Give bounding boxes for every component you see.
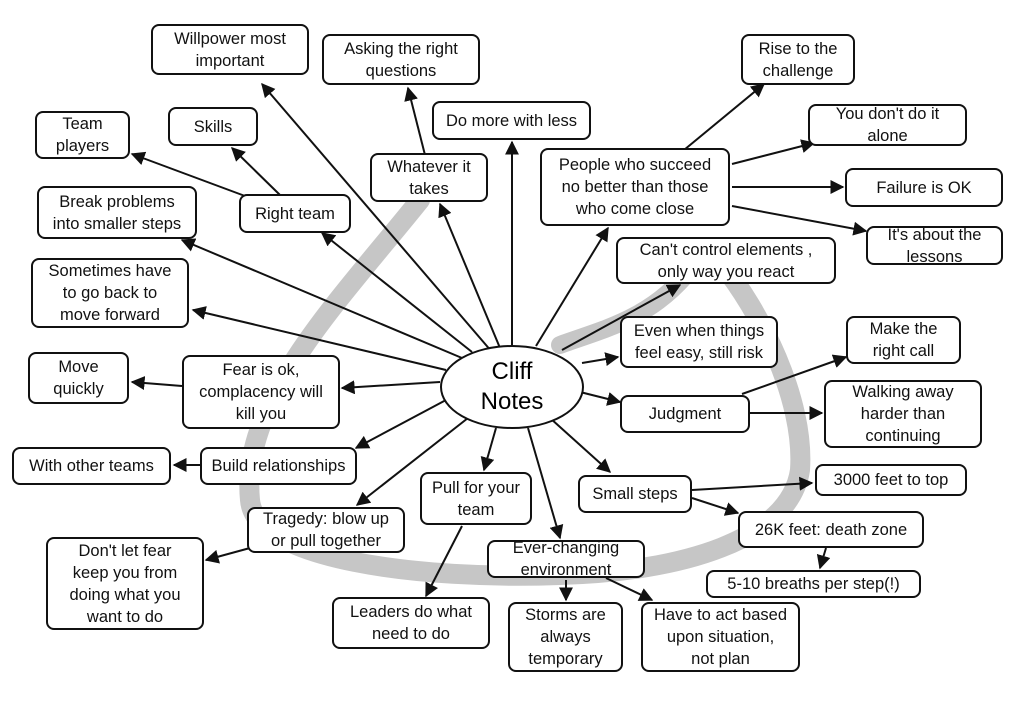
- node-team-players[interactable]: Team players: [35, 111, 130, 159]
- edge-move: [130, 376, 183, 390]
- node-people-who-succeed[interactable]: People who succeed no better than those …: [540, 148, 730, 226]
- edge-pull: [480, 427, 497, 472]
- node-with-other-teams[interactable]: With other teams: [12, 447, 171, 485]
- node-leaders-do-what-needed[interactable]: Leaders do what need to do: [332, 597, 490, 649]
- edge-26k: [691, 497, 740, 516]
- edge-sometimes: [191, 306, 447, 371]
- edge-whatever: [438, 202, 501, 349]
- node-judgment[interactable]: Judgment: [620, 395, 750, 433]
- edge-fear: [340, 380, 441, 395]
- edge-willpower: [261, 82, 493, 353]
- edge-make-call: [741, 354, 848, 395]
- edge-tragedy: [355, 417, 469, 506]
- edge-3000: [691, 476, 814, 491]
- edge-cant: [561, 284, 682, 351]
- node-make-the-right-call[interactable]: Make the right call: [846, 316, 961, 364]
- node-you-dont-do-it-alone[interactable]: You don't do it alone: [808, 104, 967, 146]
- edge-break: [180, 238, 463, 359]
- edge-small: [549, 417, 612, 473]
- node-fear-is-ok[interactable]: Fear is ok, complacency will kill you: [182, 355, 340, 429]
- edge-even: [581, 352, 620, 366]
- node-walking-away[interactable]: Walking away harder than continuing: [824, 380, 982, 448]
- edge-leaders: [425, 525, 463, 598]
- node-cant-control-elements[interactable]: Can't control elements , only way you re…: [616, 237, 836, 284]
- node-asking-questions[interactable]: Asking the right questions: [322, 34, 480, 85]
- node-move-quickly[interactable]: Move quickly: [28, 352, 129, 404]
- node-right-team[interactable]: Right team: [239, 194, 351, 233]
- edge-judgment: [579, 391, 622, 406]
- node-failure-is-ok[interactable]: Failure is OK: [845, 168, 1003, 207]
- center-node-cliff-notes[interactable]: Cliff Notes: [440, 345, 584, 429]
- edge-right-team: [320, 232, 473, 353]
- node-do-more-with-less[interactable]: Do more with less: [432, 101, 591, 140]
- node-skills[interactable]: Skills: [168, 107, 258, 146]
- node-dont-let-fear[interactable]: Don't let fear keep you from doing what …: [46, 537, 204, 630]
- edge-dont-let: [204, 547, 251, 564]
- node-build-relationships[interactable]: Build relationships: [200, 447, 357, 485]
- node-willpower[interactable]: Willpower most important: [151, 24, 309, 75]
- edge-team-players: [130, 151, 246, 197]
- edge-you-dont: [731, 139, 816, 165]
- node-3000-feet-to-top[interactable]: 3000 feet to top: [815, 464, 967, 496]
- node-ever-changing-environment[interactable]: Ever-changing environment: [487, 539, 645, 579]
- node-break-problems[interactable]: Break problems into smaller steps: [37, 186, 197, 239]
- edge-build: [354, 399, 447, 449]
- edge-people: [535, 226, 609, 347]
- edge-skills: [230, 147, 281, 196]
- node-pull-for-your-team[interactable]: Pull for your team: [420, 472, 532, 525]
- edge-ever: [527, 427, 564, 540]
- node-whatever-it-takes[interactable]: Whatever it takes: [370, 153, 488, 202]
- node-its-about-the-lessons[interactable]: It's about the lessons: [866, 226, 1003, 266]
- node-sometimes-go-back[interactable]: Sometimes have to go back to move forwar…: [31, 258, 189, 328]
- edge-act: [605, 577, 654, 601]
- node-breaths-per-step[interactable]: 5-10 breaths per step(!): [706, 570, 921, 598]
- edge-asking: [404, 86, 426, 156]
- edge-lessons: [731, 205, 868, 236]
- node-tragedy[interactable]: Tragedy: blow up or pull together: [247, 507, 405, 553]
- node-storms-temporary[interactable]: Storms are always temporary: [508, 602, 623, 672]
- node-even-when-things-easy[interactable]: Even when things feel easy, still risk: [620, 316, 778, 368]
- node-act-based-on-situation[interactable]: Have to act based upon situation, not pl…: [641, 602, 800, 672]
- edge-rise: [683, 83, 766, 151]
- node-rise-challenge[interactable]: Rise to the challenge: [741, 34, 855, 85]
- node-small-steps[interactable]: Small steps: [578, 475, 692, 513]
- node-26k-death-zone[interactable]: 26K feet: death zone: [738, 511, 924, 548]
- edge-breaths: [816, 547, 831, 570]
